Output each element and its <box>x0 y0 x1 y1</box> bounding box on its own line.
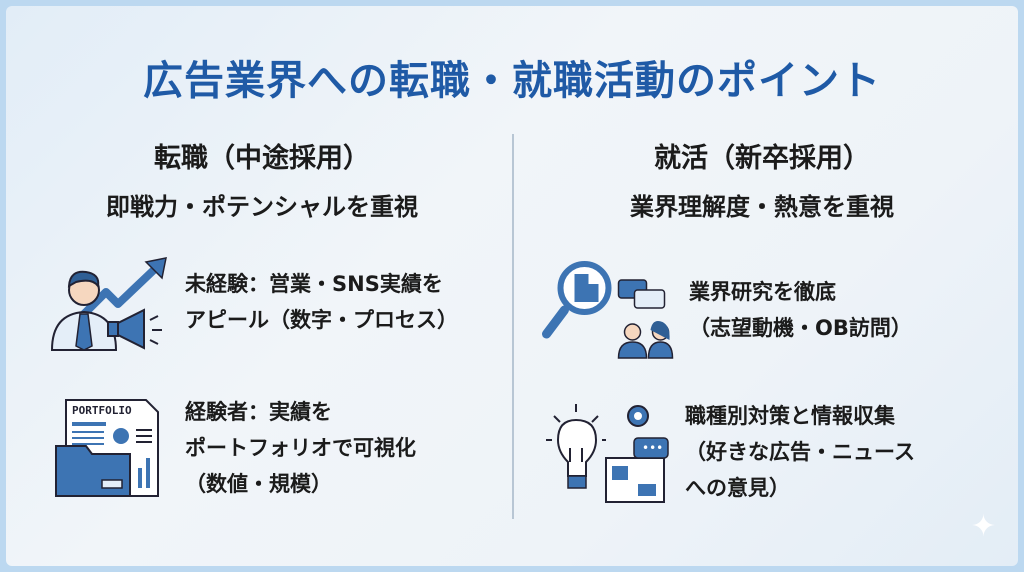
item-text: 未経験：営業・SNS実績をアピール（数字・プロセス） <box>185 272 458 332</box>
list-item: ••• 職種別対策と情報収集（好きな広告・ニュースへの意見） <box>546 398 915 506</box>
item-text: 職種別対策と情報収集（好きな広告・ニュースへの意見） <box>685 404 915 500</box>
sparkle-icon: ✦ <box>970 509 996 544</box>
research-magnifier-people-icon <box>542 261 674 359</box>
list-item: 業界研究を徹底（志望動機・OB訪問） <box>540 260 912 360</box>
businessman-growth-megaphone-icon <box>50 257 167 351</box>
portfolio-folder-icon: PORTFOLIO <box>55 399 159 497</box>
lightbulb-gear-news-icon: ••• <box>546 403 669 503</box>
left-subheading: 即戦力・ポテンシャルを重視 <box>106 193 418 221</box>
infographic-card: 広告業界への転職・就職活動のポイント 転職（中途採用） 即戦力・ポテンシャルを重… <box>6 6 1018 566</box>
right-column: 就活（新卒採用） 業界理解度・熱意を重視 <box>512 136 1012 222</box>
left-heading: 転職（中途採用） <box>154 143 370 174</box>
svg-text:PORTFOLIO: PORTFOLIO <box>72 404 132 417</box>
svg-text:•••: ••• <box>642 441 663 455</box>
left-column: 転職（中途採用） 即戦力・ポテンシャルを重視 <box>12 136 512 222</box>
list-item: PORTFOLIO 経験者：実績をポートフォリオで可視化（数値・規模） <box>46 394 416 502</box>
item-text: 経験者：実績をポートフォリオで可視化（数値・規模） <box>185 400 416 496</box>
right-heading: 就活（新卒採用） <box>654 143 870 174</box>
page-title: 広告業界への転職・就職活動のポイント <box>143 58 881 104</box>
list-item: 未経験：営業・SNS実績をアピール（数字・プロセス） <box>46 252 458 352</box>
right-subheading: 業界理解度・熱意を重視 <box>630 193 894 221</box>
column-divider <box>512 134 514 519</box>
item-text: 業界研究を徹底（志望動機・OB訪問） <box>689 280 912 340</box>
